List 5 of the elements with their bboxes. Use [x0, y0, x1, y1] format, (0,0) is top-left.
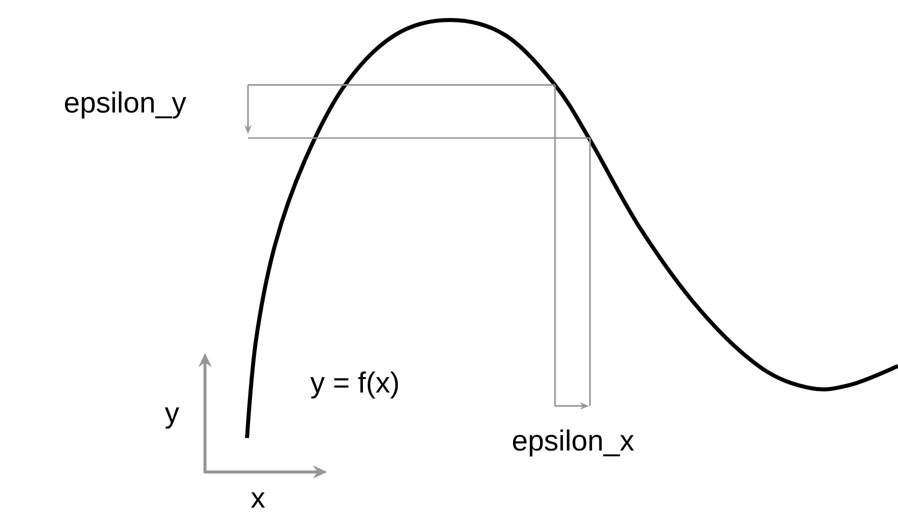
axis-label: y: [164, 407, 180, 429]
axis-label: x: [251, 492, 265, 508]
dimension-label: epsilon_x: [512, 429, 634, 456]
function-label: y = f(x): [310, 371, 398, 398]
dimension-label: epsilon_y: [64, 91, 186, 118]
